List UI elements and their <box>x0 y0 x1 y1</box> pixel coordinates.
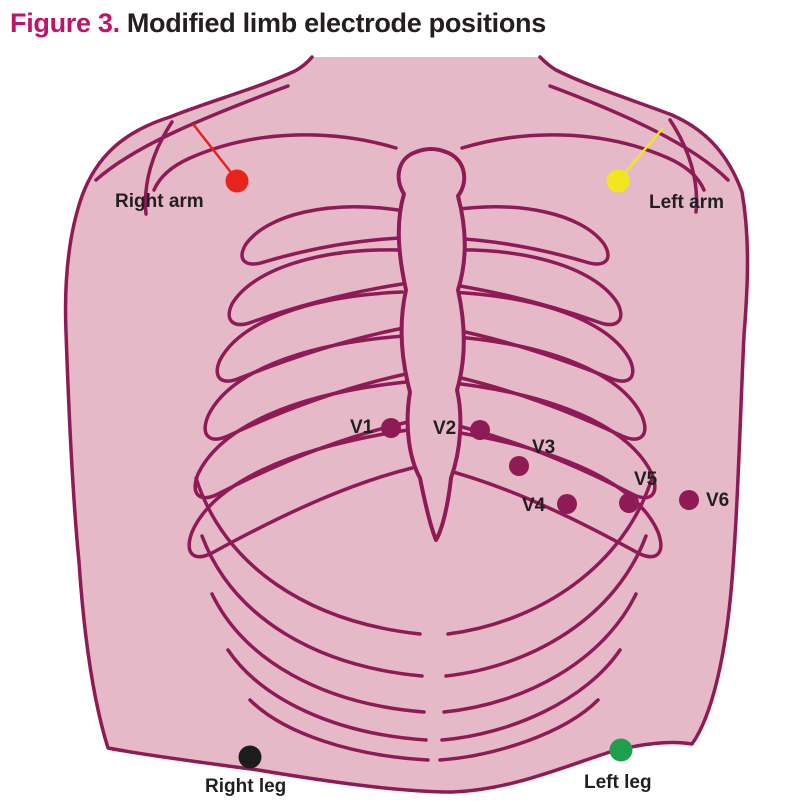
sternum <box>396 147 467 542</box>
v2-label: V2 <box>433 418 457 439</box>
v4-label: V4 <box>522 495 546 516</box>
shoulder-arc-right <box>668 118 699 214</box>
v5-label: V5 <box>634 469 658 490</box>
rib-path <box>187 428 414 559</box>
right-arm-electrode <box>225 169 249 193</box>
rib-path <box>210 592 426 714</box>
v6-electrode <box>679 490 699 510</box>
v2-electrode <box>470 420 490 440</box>
v3-label: V3 <box>532 437 556 458</box>
rib-path <box>200 534 424 678</box>
figure-title-text: Modified limb electrode positions <box>126 8 546 38</box>
v4-electrode <box>557 494 577 514</box>
figure-title: Figure 3.Modified limb electrode positio… <box>10 8 546 39</box>
collar-seam-right <box>548 84 730 182</box>
collar-seam-left <box>94 84 290 182</box>
rib-path <box>448 205 610 266</box>
v3-electrode <box>509 456 529 476</box>
right-leg-electrode <box>238 745 262 769</box>
rib-path <box>444 534 648 678</box>
figure-label: Figure 3. <box>10 8 120 38</box>
rib-path <box>446 248 623 327</box>
rib-path <box>440 648 622 742</box>
right-arm-leader-line <box>192 123 234 176</box>
rib-path <box>248 698 430 762</box>
left-arm-electrode <box>606 169 630 193</box>
left-arm-leader-line <box>621 127 664 177</box>
v5-electrode <box>619 493 639 513</box>
rib-path <box>227 248 404 327</box>
rib-path <box>438 698 600 762</box>
rib-path <box>194 476 422 636</box>
shoulder-arc-left <box>143 120 174 216</box>
right-leg-label: Right leg <box>205 776 287 797</box>
left-leg-electrode <box>609 738 633 762</box>
rib-path <box>226 648 428 742</box>
rib-path <box>436 428 663 559</box>
torso-outline <box>63 55 750 794</box>
left-arm-label: Left arm <box>649 192 724 213</box>
ribcage-right <box>436 205 663 762</box>
rib-path <box>240 205 402 266</box>
ribcage-left <box>187 205 430 762</box>
v1-electrode <box>381 418 401 438</box>
rib-path <box>446 476 654 636</box>
right-arm-label: Right arm <box>115 191 204 212</box>
v1-label: V1 <box>350 417 374 438</box>
clavicle-left <box>152 133 398 192</box>
left-leg-label: Left leg <box>584 772 652 793</box>
rib-path <box>442 592 638 714</box>
v6-label: V6 <box>706 490 730 511</box>
